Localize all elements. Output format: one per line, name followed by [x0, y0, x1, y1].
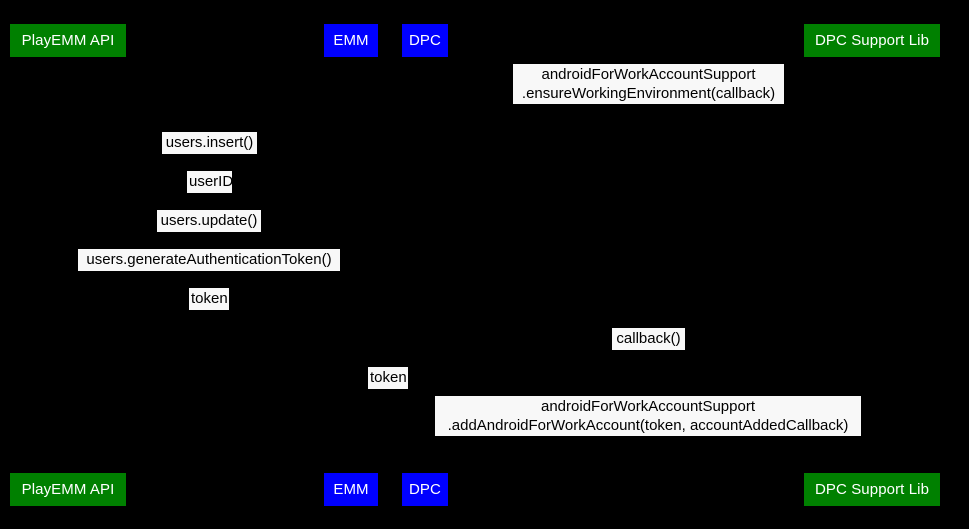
participant-label: DPC — [409, 32, 441, 49]
message-label-generate-authentication-token: users.generateAuthenticationToken() — [78, 249, 340, 271]
participant-emm-bottom[interactable]: EMM — [324, 473, 378, 506]
message-label-users-update: users.update() — [157, 210, 261, 232]
message-label-ensure-working-environment: androidForWorkAccountSupport .ensureWork… — [513, 64, 784, 104]
participant-dpc-support-lib-top[interactable]: DPC Support Lib — [804, 24, 940, 57]
participant-label: DPC — [409, 481, 441, 498]
message-label-add-android-for-work-account: androidForWorkAccountSupport .addAndroid… — [435, 396, 861, 436]
participant-dpc-support-lib-bottom[interactable]: DPC Support Lib — [804, 473, 940, 506]
participant-label: EMM — [333, 32, 369, 49]
participant-playemm-api-bottom[interactable]: PlayEMM API — [10, 473, 126, 506]
lifeline-emm — [351, 57, 352, 473]
message-label-token-to-dpc: token — [368, 367, 408, 389]
participant-dpc-bottom[interactable]: DPC — [402, 473, 448, 506]
participant-emm-top[interactable]: EMM — [324, 24, 378, 57]
participant-label: PlayEMM API — [21, 481, 115, 498]
message-label-callback: callback() — [612, 328, 685, 350]
lifeline-dpc — [425, 57, 426, 473]
message-label-token-to-emm: token — [189, 288, 229, 310]
participant-label: DPC Support Lib — [814, 481, 930, 498]
participant-label: EMM — [333, 481, 369, 498]
lifeline-dpc-support-lib — [872, 57, 873, 473]
participant-label: PlayEMM API — [21, 32, 115, 49]
participant-label: DPC Support Lib — [814, 32, 930, 49]
lifeline-playemm-api — [68, 57, 69, 473]
message-label-users-insert: users.insert() — [162, 132, 257, 154]
message-label-user-id: userID — [187, 171, 233, 193]
participant-playemm-api-top[interactable]: PlayEMM API — [10, 24, 126, 57]
participant-dpc-top[interactable]: DPC — [402, 24, 448, 57]
